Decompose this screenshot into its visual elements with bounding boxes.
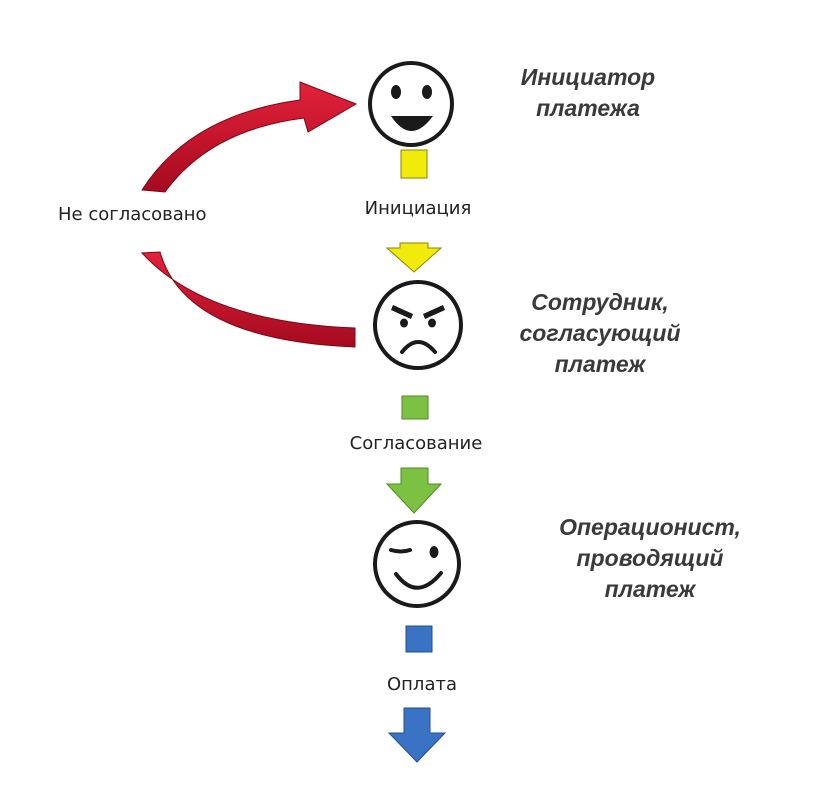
actor-approver-line2: согласующий: [519, 320, 681, 346]
winking-face-icon: [373, 520, 461, 608]
payment-arrow: [387, 707, 447, 763]
initiation-arrow: [385, 242, 443, 273]
actor-operator-line1: Операционист,: [559, 514, 741, 540]
actor-approver-line1: Сотрудник,: [531, 289, 669, 315]
actor-approver-label: Сотрудник, согласующий платеж: [490, 287, 710, 380]
actor-initiator-label: Инициатор платежа: [488, 62, 688, 124]
step-payment-label: Оплата: [387, 674, 457, 695]
step-approval-label: Согласование: [349, 433, 483, 454]
actor-operator-line3: платеж: [604, 576, 696, 602]
loop-arrow-lower: [140, 251, 356, 348]
approval-arrow: [385, 467, 443, 514]
loop-arrow: [140, 81, 358, 348]
initiation-connector: [400, 149, 428, 179]
happy-face-icon: [368, 61, 454, 147]
approval-connector: [401, 395, 429, 420]
loop-not-approved-label: Не согласовано: [58, 204, 207, 225]
loop-arrow-upper: [141, 81, 358, 193]
actor-initiator-line1: Инициатор: [520, 64, 656, 90]
actor-operator-line2: проводящий: [576, 545, 724, 571]
payment-connector: [405, 625, 433, 653]
actor-initiator-line2: платежа: [536, 95, 640, 121]
step-initiation-label: Инициация: [364, 198, 472, 219]
actor-approver-line3: платеж: [554, 351, 646, 377]
angry-face-icon: [373, 280, 463, 370]
actor-operator-label: Операционист, проводящий платеж: [530, 512, 770, 605]
